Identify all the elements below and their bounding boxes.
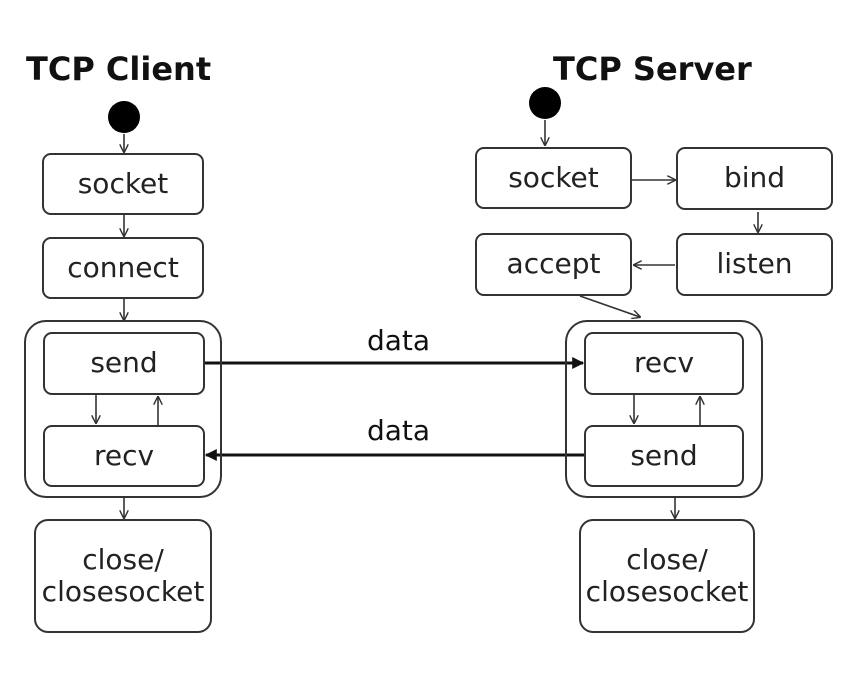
- server-close-box: close/ closesocket: [579, 519, 755, 633]
- client-send-recv-loop: [24, 320, 222, 498]
- server-listen-label: listen: [716, 247, 793, 281]
- client-recv-box: recv: [43, 425, 205, 487]
- server-recv-send-loop: [565, 320, 763, 498]
- client-connect-label: connect: [67, 250, 179, 284]
- server-listen-box: listen: [676, 233, 833, 296]
- server-start-node: [529, 87, 561, 119]
- server-send-label: send: [630, 438, 698, 472]
- server-send-box: send: [584, 425, 744, 487]
- client-title: TCP Client: [26, 50, 212, 88]
- server-accept-label: accept: [506, 247, 601, 281]
- server-bind-label: bind: [723, 161, 786, 195]
- client-send-box: send: [43, 332, 205, 395]
- client-start-node: [108, 101, 140, 133]
- server-accept-box: accept: [475, 233, 632, 296]
- client-close-label-line1: close/: [82, 542, 164, 576]
- server-to-client-data-label: data: [367, 414, 431, 447]
- client-to-server-data-label: data: [367, 324, 431, 357]
- server-accept-to-loop-arrow: [579, 295, 640, 317]
- client-socket-box: socket: [42, 153, 204, 215]
- server-socket-box: socket: [475, 147, 632, 209]
- client-send-label: send: [90, 346, 158, 380]
- server-bind-box: bind: [676, 147, 833, 210]
- server-close-label-line2: closesocket: [585, 575, 749, 608]
- server-title: TCP Server: [553, 50, 752, 88]
- server-socket-label: socket: [508, 160, 599, 194]
- client-close-label-line2: closesocket: [41, 575, 205, 608]
- client-recv-label: recv: [93, 438, 155, 472]
- client-close-box: close/ closesocket: [34, 519, 212, 633]
- server-recv-box: recv: [584, 332, 744, 395]
- server-recv-label: recv: [633, 346, 695, 380]
- server-close-label-line1: close/: [626, 542, 708, 576]
- client-socket-label: socket: [77, 166, 169, 200]
- client-connect-box: connect: [42, 237, 204, 299]
